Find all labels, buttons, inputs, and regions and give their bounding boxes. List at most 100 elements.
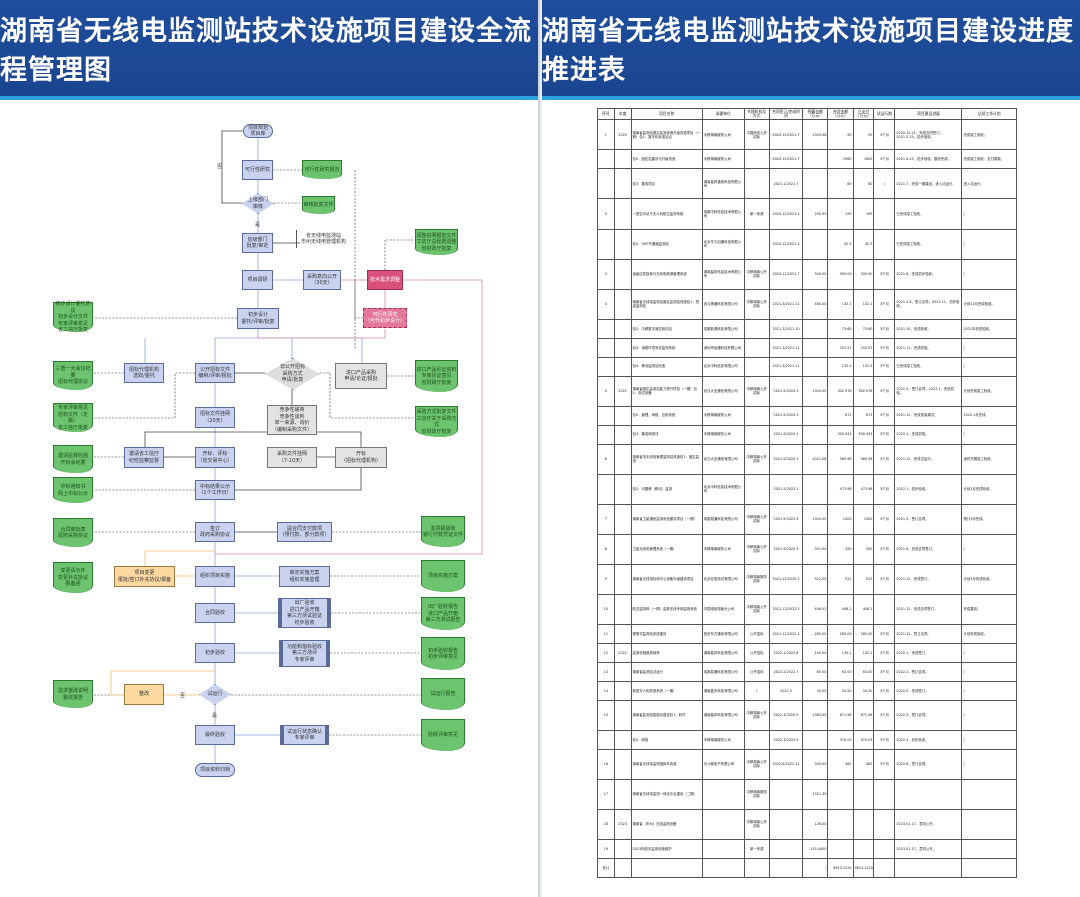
table-cell: 中移湖南服务公司 <box>701 533 745 565</box>
table-cell <box>613 563 632 595</box>
table-cell: 2021.9/2022.3 <box>768 533 804 565</box>
table-cell: 2021.6，完成初步验收。 <box>894 258 963 290</box>
implement-node: 组织项目实施 <box>195 566 235 587</box>
feasibility-report-doc: 可行性研究报告 <box>302 160 342 179</box>
table-cell: 80 <box>827 168 854 200</box>
table-cell: 2022 <box>613 642 632 663</box>
table-cell: 2022.2/2022.7 <box>768 661 804 682</box>
table-cell <box>597 228 615 260</box>
table-cell: 9813.1220 <box>852 857 875 879</box>
table-cell: 73.60 <box>852 318 875 339</box>
table-cell: 2021.5/2022.1 <box>768 473 804 505</box>
table-cell <box>613 503 632 535</box>
table-cell: 航空监测网（一期）高铁无线专网监测系统 <box>630 593 703 625</box>
table-cell: 15 <box>597 699 615 731</box>
table-cell: 522 <box>827 563 854 595</box>
table-cell: 1311.39 <box>802 778 829 810</box>
table-cell: 2021.3.8，签订合同；2021.11，初步验收。 <box>894 288 963 320</box>
table-cell: 7 <box>597 503 615 535</box>
table-cell: 252.57 <box>852 337 875 358</box>
table-cell: 中移湖南服务招标 <box>743 563 770 595</box>
table-cell <box>597 168 615 200</box>
table-cell: 3个月 <box>873 443 896 475</box>
final-acceptance-doc: 验收评审意见 <box>421 719 465 751</box>
table-cell <box>961 808 1017 840</box>
table-cell <box>613 699 632 731</box>
table-cell: / <box>961 356 1017 377</box>
table-cell <box>894 857 963 879</box>
table-cell: 34.20 <box>852 680 875 701</box>
table-cell: 300.343 <box>852 424 875 445</box>
table-cell: 2023.01.17，意向公开。 <box>894 808 963 840</box>
table-cell: / <box>961 748 1017 780</box>
table-cell: 500.00 <box>852 258 875 290</box>
table-cell: 中移湖南服务公司 <box>701 405 745 426</box>
table-cell: / <box>873 168 896 200</box>
table-cell: 已完成竣工验收。 <box>894 356 963 377</box>
table-cell: 计划1月完成验收。 <box>961 473 1017 505</box>
table-cell: / <box>961 337 1017 358</box>
table-cell: 10 <box>597 593 615 625</box>
table-cell <box>961 778 1017 810</box>
table-cell: 2021年完成验收。 <box>961 318 1017 339</box>
table-cell <box>873 808 896 840</box>
sign-contract-node: 签订 政府采购协议 <box>195 522 235 542</box>
table-cell: 2021.9/2022.3 <box>768 503 804 535</box>
change-doc: 变更请示件 变更补充协议 报备函 <box>53 562 93 593</box>
table-cell: 1300 <box>827 503 854 535</box>
table-cell: 2021.9，完成合同签订。 <box>894 533 963 565</box>
table-cell <box>613 661 632 682</box>
table-cell: 中移湖南公开招标 <box>743 748 770 780</box>
table-cell: 63.00 <box>827 661 854 682</box>
table-cell <box>802 149 829 170</box>
table-cell <box>613 258 632 290</box>
table-cell: 285.00 <box>802 623 829 644</box>
table-cell <box>597 318 615 339</box>
table-cell: 3个月 <box>873 258 896 290</box>
table-cell: 中国电信湖南分公司 <box>701 593 745 625</box>
table-cell <box>743 356 770 377</box>
table-cell: / <box>743 680 770 701</box>
table-cell: 1021.08 <box>802 443 829 475</box>
table-cell: 1300.00 <box>802 503 829 535</box>
table-cell <box>827 838 854 859</box>
trial-report-doc: 试运行报告 <box>421 678 465 710</box>
table-cell <box>613 405 632 426</box>
table-cell <box>802 228 829 260</box>
table-cell: / <box>961 680 1017 701</box>
flowchart-panel: 湖南省无线电监测站技术设施项目建设全流程管理图 项目规划 项目库 可行性研究 可… <box>0 0 540 897</box>
table-cell: 完成竣工验收，支付尾款。 <box>961 149 1017 170</box>
table-cell <box>630 857 703 879</box>
table-cell <box>613 680 632 701</box>
table-cell <box>802 729 829 750</box>
table-cell: 2020.12/2021.7 <box>768 258 804 290</box>
table-cell: 2022.6，签订合同。 <box>894 748 963 780</box>
sign-doc: 合同审批表 政府采购协议 <box>53 518 93 547</box>
survey-node: 项目调研 <box>242 270 273 290</box>
table-cell: 计划12月完成验收。 <box>961 288 1017 320</box>
plan-node: 审定实施方案 组织实施监理 <box>279 566 330 587</box>
table-cell <box>802 337 829 358</box>
table-cell: 武汉大全通信有限公司 <box>701 375 745 407</box>
table-cell: 2020.12/2021.3 <box>768 228 804 260</box>
table-cell: 2021.6.25，初步验收，整改完成。 <box>894 149 963 170</box>
table-cell: 湖南省监测站固定监测设施升级改造项目（一期）包1：数字化标准站点 <box>630 119 703 151</box>
table-cell <box>873 857 896 879</box>
table-cell: 406.2 <box>852 593 875 625</box>
table-cell: 16 <box>597 748 615 780</box>
table-cell <box>873 593 896 625</box>
progress-title: 湖南省无线电监测站技术设施项目建设进度推进表 <box>542 0 1080 100</box>
table-cell: 19 <box>597 838 615 859</box>
bid-publish-node: 招标文件挂网 （20天） <box>195 407 235 428</box>
table-cell: 132.1 <box>827 288 854 320</box>
table-cell <box>597 729 615 750</box>
table-cell: 73.60 <box>827 318 854 339</box>
table-cell: 522.00 <box>802 563 829 595</box>
